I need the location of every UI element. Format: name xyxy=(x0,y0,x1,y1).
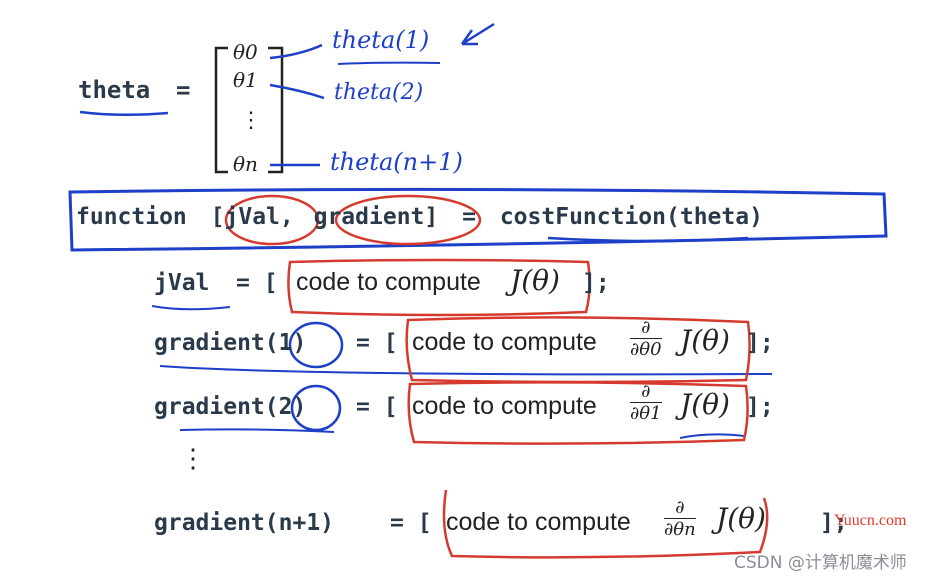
annotation-thetan1: theta(n+1) xyxy=(330,148,463,176)
grad2-text: code to compute xyxy=(412,392,597,420)
jval-text: code to compute xyxy=(296,268,481,296)
vector-vdots: ⋮ xyxy=(240,108,262,133)
arrow-icon xyxy=(460,22,495,46)
gradn-lhs: gradient(n+1) xyxy=(154,510,335,536)
function-keyword: function xyxy=(76,204,187,230)
grad2-end: ]; xyxy=(746,394,774,420)
box-jval xyxy=(287,258,591,317)
box-grad2 xyxy=(407,381,749,445)
gradn-op: = [ xyxy=(390,510,432,536)
grad1-index: (1) xyxy=(264,330,307,356)
csdn-watermark: CSDN @计算机魔术师 xyxy=(734,553,907,573)
grad2-frac-num: ∂ xyxy=(630,382,662,403)
matrix-left-bracket xyxy=(214,46,228,174)
comma: , xyxy=(279,204,294,230)
grad1-name: gradient xyxy=(154,330,265,356)
grad1-op: = [ xyxy=(356,330,398,356)
function-args: (theta) xyxy=(666,204,763,230)
grad1-frac-den: ∂θ0 xyxy=(630,339,662,360)
grad2-op: = [ xyxy=(356,394,398,420)
jval-underline xyxy=(151,305,231,311)
grad1-math: J(θ) xyxy=(680,324,730,357)
jval-end: ]; xyxy=(582,270,610,296)
grad2-underline xyxy=(179,428,335,433)
costfunction-underline xyxy=(547,236,749,243)
theta-underline xyxy=(79,110,169,117)
function-box xyxy=(68,187,888,252)
grad1-lhs: gradient(1) xyxy=(154,330,306,356)
box-gradn xyxy=(442,489,769,559)
grad2-math: J(θ) xyxy=(680,388,730,421)
annotation-theta2: theta(2) xyxy=(334,80,424,105)
theta-label: theta xyxy=(78,76,151,104)
function-line: function [jVal, gradient] = costFunction… xyxy=(76,204,763,230)
vector-thetan: θn xyxy=(233,152,258,176)
function-name: costFunction xyxy=(499,204,666,230)
grad2-fraction: ∂∂θ1 xyxy=(630,382,662,425)
bracket-open: [ xyxy=(210,204,225,230)
gradn-end: ]; xyxy=(820,510,848,536)
gradn-fraction: ∂∂θn xyxy=(664,498,696,541)
vector-theta0: θ0 xyxy=(233,40,258,64)
connector-theta0 xyxy=(269,43,323,60)
annotation-underline xyxy=(337,61,441,65)
gradn-frac-num: ∂ xyxy=(664,498,696,519)
ellipse-jval xyxy=(224,194,320,246)
grad1-underline xyxy=(159,365,773,376)
grad1-end: ]; xyxy=(746,330,774,356)
equals-sign: = xyxy=(176,76,191,104)
matrix-right-bracket xyxy=(268,46,284,174)
grad1-fraction: ∂∂θ0 xyxy=(630,318,662,361)
annotation-theta1: theta(1) xyxy=(332,26,430,54)
theta-underline-2 xyxy=(679,433,745,439)
ellipse-gradient xyxy=(334,194,482,246)
grad1-text: code to compute xyxy=(412,328,597,356)
circle-grad1 xyxy=(288,321,344,369)
yuucn-watermark: Yuucn.com xyxy=(834,512,907,529)
jval-lhs: jVal xyxy=(154,270,210,296)
output-jval: jVal xyxy=(224,204,280,230)
connector-theta1 xyxy=(269,83,325,100)
circle-grad2 xyxy=(290,384,342,432)
gradn-math: J(θ) xyxy=(716,502,766,535)
grad2-index: (2) xyxy=(264,394,307,420)
grad2-name: gradient xyxy=(154,394,265,420)
box-grad1 xyxy=(405,316,751,384)
grad2-frac-den: ∂θ1 xyxy=(630,403,662,424)
grad2-lhs: gradient(2) xyxy=(154,394,306,420)
output-gradient: gradient xyxy=(313,204,425,230)
gradn-frac-den: ∂θn xyxy=(664,519,696,540)
gradn-text: code to compute xyxy=(446,508,631,536)
jval-op: = [ xyxy=(236,270,278,296)
vector-theta1: θ1 xyxy=(233,68,258,92)
bracket-close: ] xyxy=(424,204,439,230)
jval-math: J(θ) xyxy=(510,264,560,297)
grad1-frac-num: ∂ xyxy=(630,318,662,339)
function-equals: = xyxy=(462,204,476,230)
vertical-dots: ⋮ xyxy=(180,444,206,474)
